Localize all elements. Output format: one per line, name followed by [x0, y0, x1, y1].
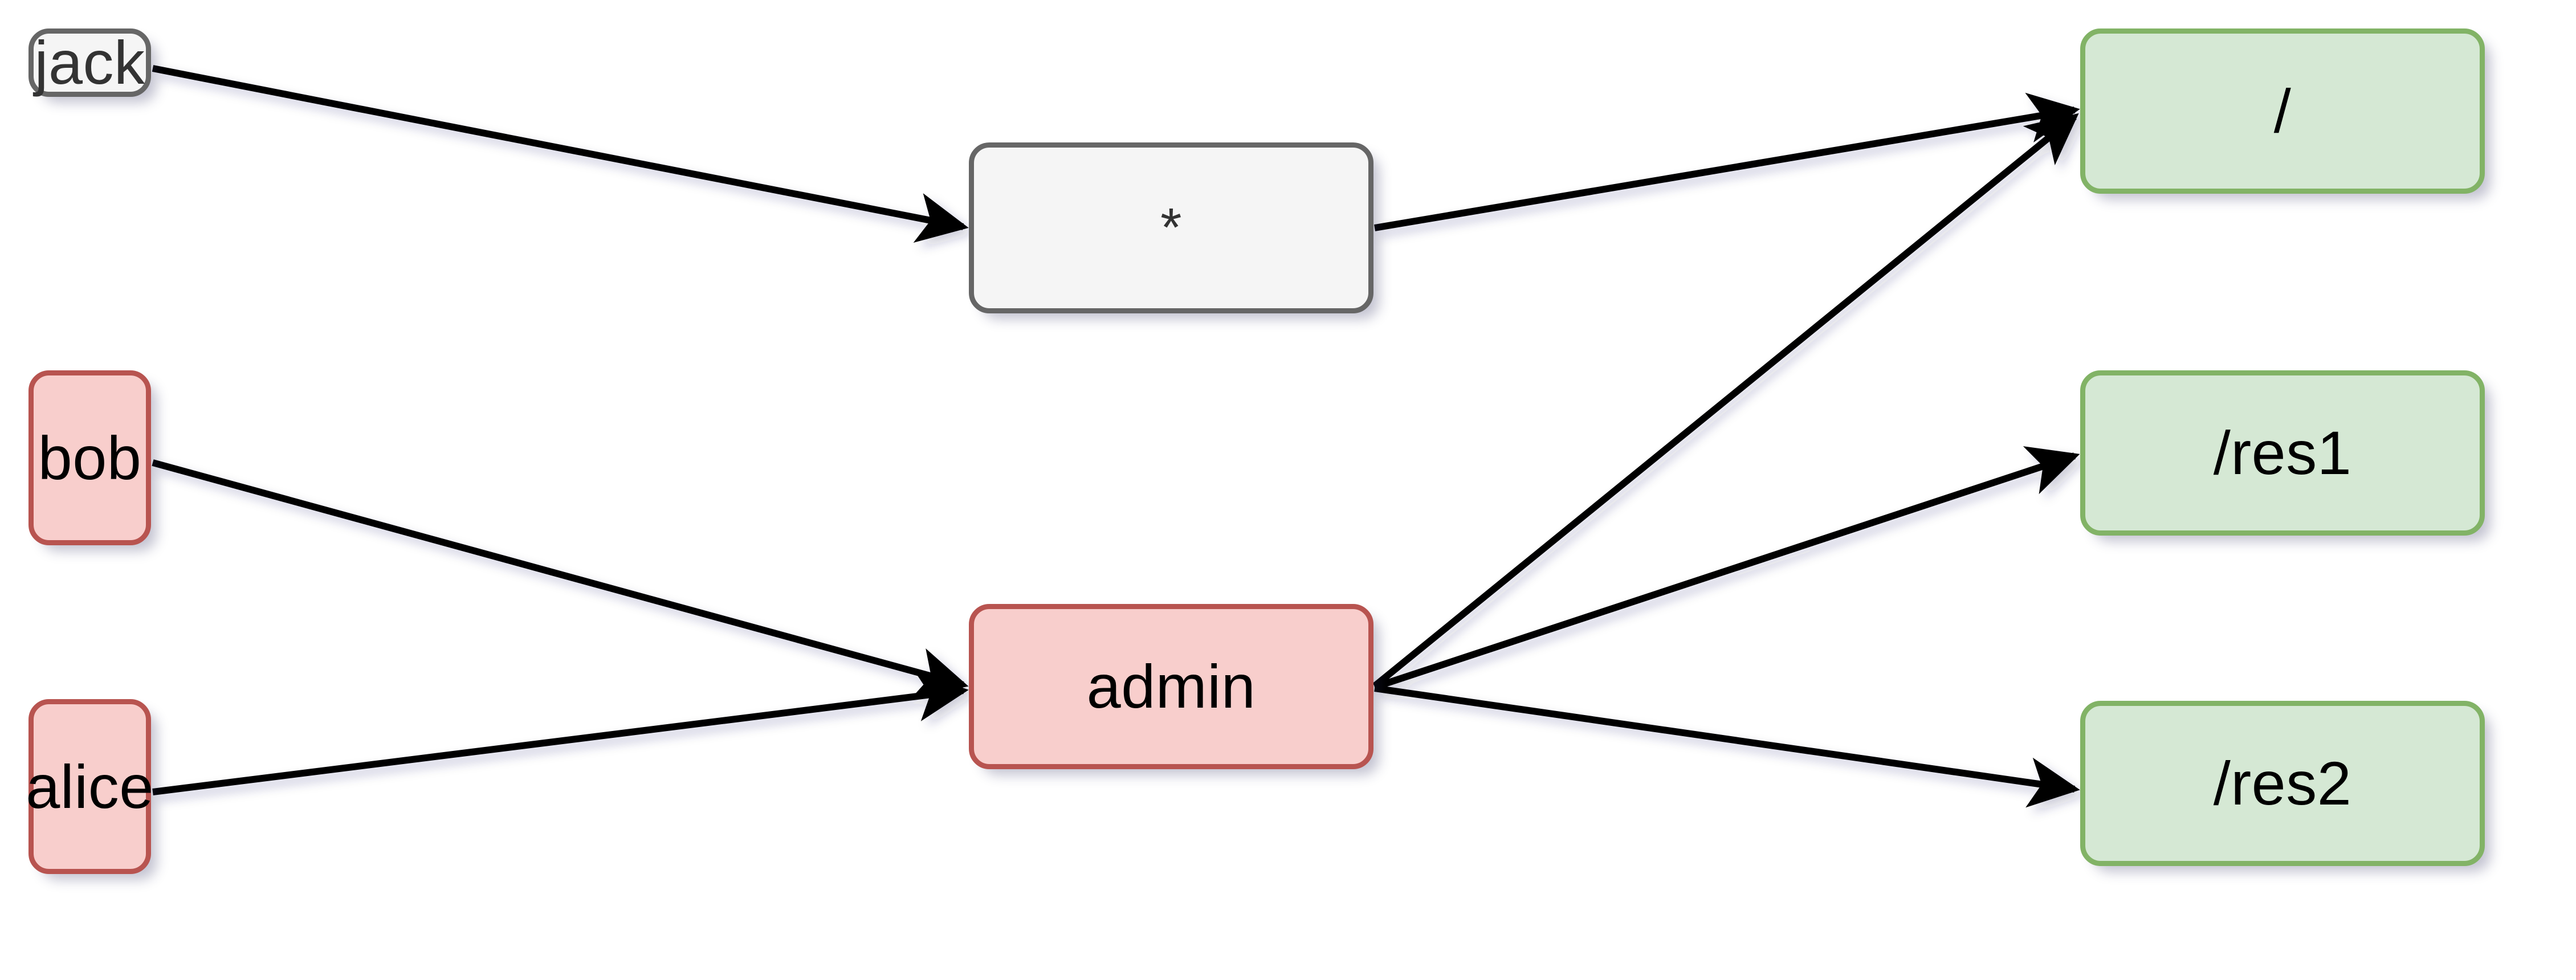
edge-wildcard-root: [1374, 92, 2080, 231]
node-label-alice: alice: [26, 752, 154, 821]
node-label-res1: /res1: [2213, 418, 2352, 487]
node-alice[interactable]: alice: [26, 699, 154, 874]
node-label-wildcard: *: [1160, 197, 1182, 258]
edge-admin-root: [1372, 113, 2079, 689]
node-wildcard[interactable]: *: [969, 142, 1373, 313]
edge-alice-admin: [152, 671, 969, 795]
node-label-root: /: [2273, 76, 2292, 145]
edge-admin-res2: [1374, 685, 2080, 808]
node-label-res2: /res2: [2213, 749, 2352, 818]
node-res2[interactable]: /res2: [2080, 701, 2485, 866]
node-jack[interactable]: jack: [28, 28, 151, 97]
edge-bob-admin: [152, 459, 969, 697]
node-bob[interactable]: bob: [28, 370, 151, 545]
edge-admin-res1: [1373, 446, 2080, 691]
node-admin[interactable]: admin: [969, 604, 1373, 769]
node-label-bob: bob: [38, 423, 142, 492]
edge-jack-wildcard: [152, 65, 969, 243]
node-label-admin: admin: [1086, 652, 1256, 721]
node-res1[interactable]: /res1: [2080, 370, 2485, 536]
node-root[interactable]: /: [2080, 28, 2485, 194]
node-label-jack: jack: [34, 28, 145, 97]
